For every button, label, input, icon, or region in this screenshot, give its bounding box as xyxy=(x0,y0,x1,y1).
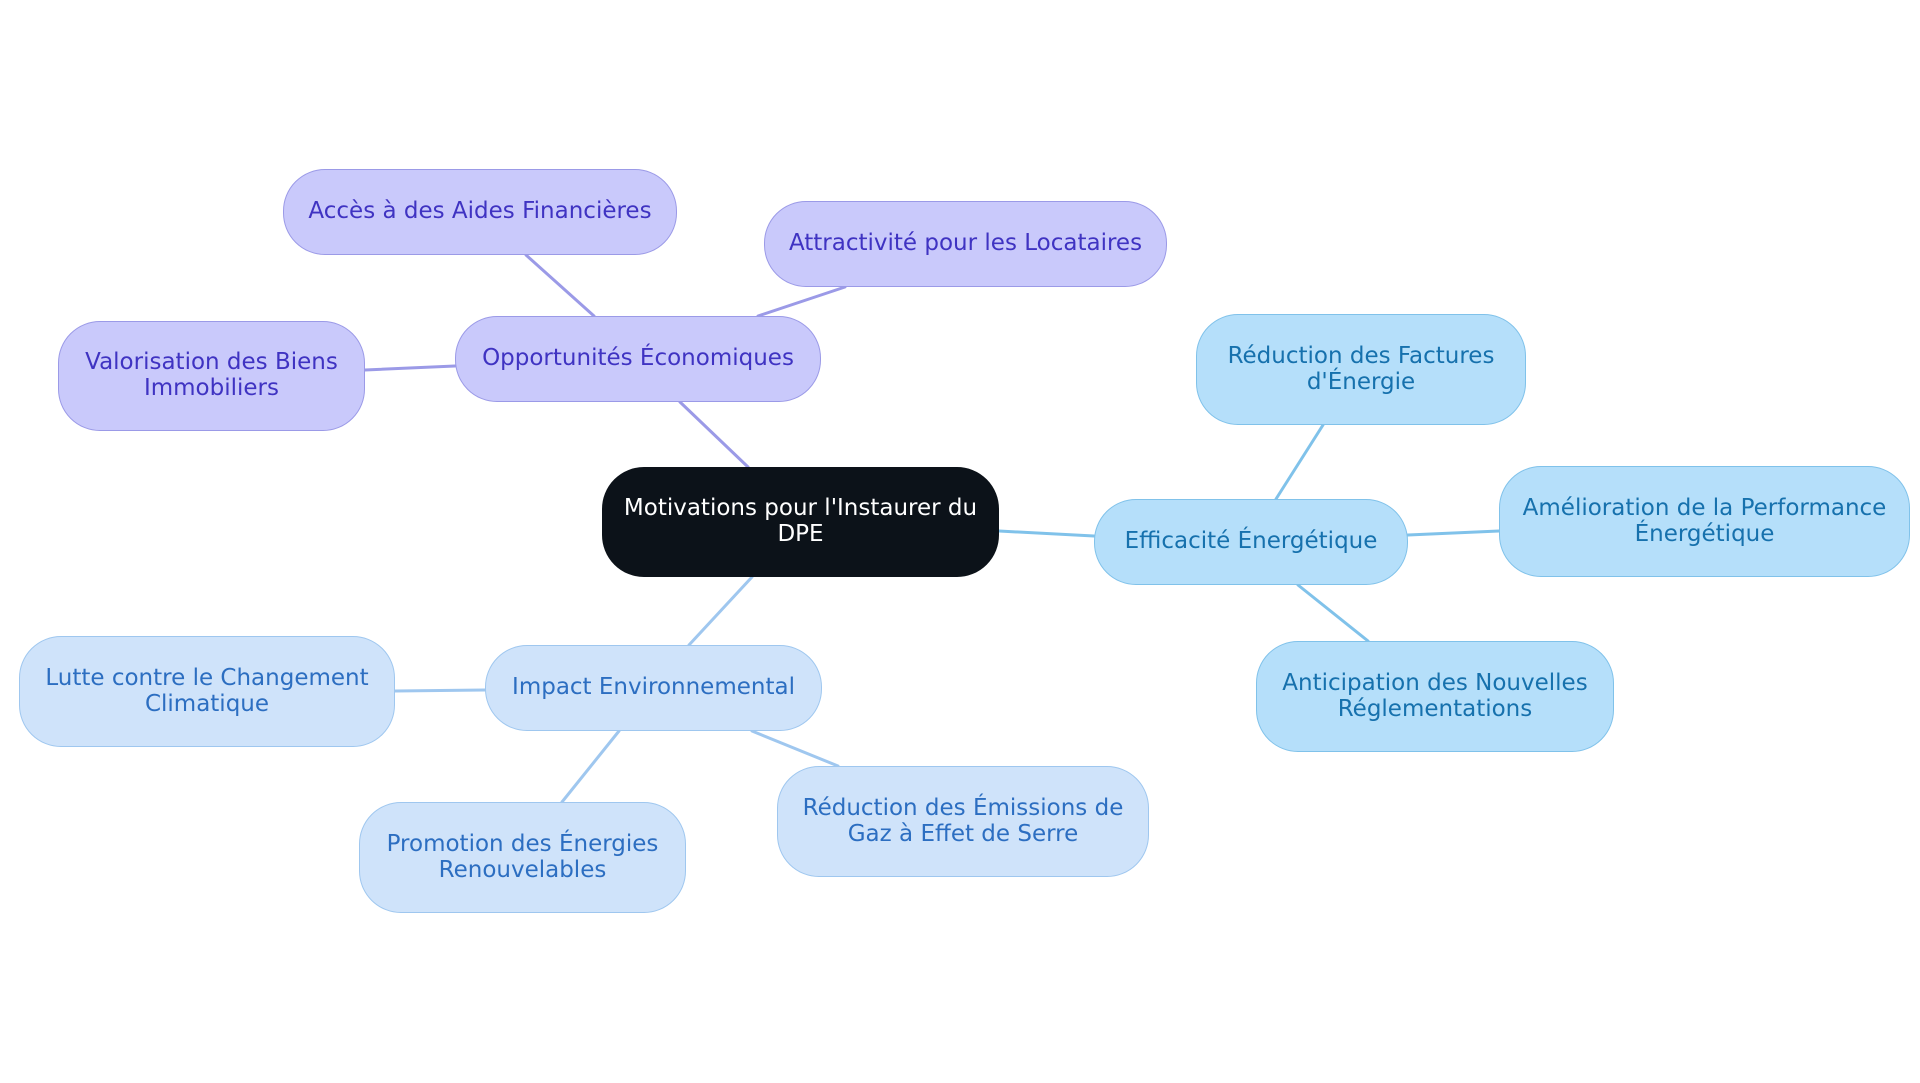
connector-environnement-promotion xyxy=(560,729,621,804)
central-node-line1: Motivations pour l'Instaurer du xyxy=(623,495,978,522)
connector-environnement-lutte xyxy=(393,688,487,693)
connector-opportunites-attractivite xyxy=(756,285,847,318)
connector-environnement-emissions xyxy=(750,729,840,768)
leaf-node-lutte-changement-climatique: Lutte contre le Changement Climatique xyxy=(19,636,395,747)
leaf-label-amelioration-line1: Amélioration de la Performance xyxy=(1522,494,1887,521)
leaf-label-factures-line2: d'Énergie xyxy=(1306,368,1416,395)
branch-label-environnement: Impact Environnemental xyxy=(512,674,795,701)
branch-label-efficacite: Efficacité Énergétique xyxy=(1124,528,1378,555)
central-node: Motivations pour l'Instaurer du DPE xyxy=(602,467,999,577)
leaf-label-lutte-line2: Climatique xyxy=(144,690,270,717)
leaf-node-aides-financieres: Accès à des Aides Financières xyxy=(283,169,677,255)
leaf-label-amelioration-line2: Énergétique xyxy=(1634,520,1775,547)
branch-label-opportunites: Opportunités Économiques xyxy=(482,345,794,372)
leaf-label-anticipation-line1: Anticipation des Nouvelles xyxy=(1282,669,1588,696)
leaf-label-aides: Accès à des Aides Financières xyxy=(308,198,652,225)
leaf-label-valorisation-line1: Valorisation des Biens xyxy=(85,349,338,376)
connector-efficacite-anticipation xyxy=(1296,583,1370,643)
leaf-node-amelioration-performance: Amélioration de la Performance Énergétiq… xyxy=(1499,466,1910,577)
leaf-node-reduction-factures: Réduction des Factures d'Énergie xyxy=(1196,314,1526,425)
connector-center-efficacite xyxy=(997,529,1096,538)
leaf-label-promotion-line1: Promotion des Énergies xyxy=(386,830,659,857)
branch-node-opportunites-economiques: Opportunités Économiques xyxy=(455,316,821,402)
leaf-label-emissions-line1: Réduction des Émissions de xyxy=(802,794,1124,821)
leaf-node-promotion-energies-renouvelables: Promotion des Énergies Renouvelables xyxy=(359,802,686,913)
leaf-label-promotion-line2: Renouvelables xyxy=(438,856,607,883)
leaf-label-anticipation-line2: Réglementations xyxy=(1337,695,1533,722)
leaf-label-factures-line1: Réduction des Factures xyxy=(1227,342,1495,369)
leaf-node-attractivite-locataires: Attractivité pour les Locataires xyxy=(764,201,1167,287)
leaf-label-emissions-line2: Gaz à Effet de Serre xyxy=(847,820,1079,847)
branch-node-impact-environnemental: Impact Environnemental xyxy=(485,645,822,731)
leaf-label-attractivite: Attractivité pour les Locataires xyxy=(788,230,1143,257)
connector-center-environnement xyxy=(687,575,754,647)
connector-center-opportunites xyxy=(678,400,750,469)
leaf-label-lutte-line1: Lutte contre le Changement xyxy=(45,664,369,691)
leaf-label-valorisation-line2: Immobiliers xyxy=(143,375,279,401)
leaf-node-reduction-emissions-ges: Réduction des Émissions de Gaz à Effet d… xyxy=(777,766,1149,877)
branch-node-efficacite-energetique: Efficacité Énergétique xyxy=(1094,499,1408,585)
connector-opportunites-valorisation xyxy=(363,364,457,372)
leaf-node-valorisation-biens: Valorisation des Biens Immobiliers xyxy=(58,321,365,431)
central-node-line2: DPE xyxy=(777,521,824,547)
connector-opportunites-aides xyxy=(524,253,596,318)
leaf-node-anticipation-reglementations: Anticipation des Nouvelles Réglementatio… xyxy=(1256,641,1614,752)
connector-efficacite-factures xyxy=(1274,423,1325,501)
connector-efficacite-amelioration xyxy=(1406,529,1501,537)
